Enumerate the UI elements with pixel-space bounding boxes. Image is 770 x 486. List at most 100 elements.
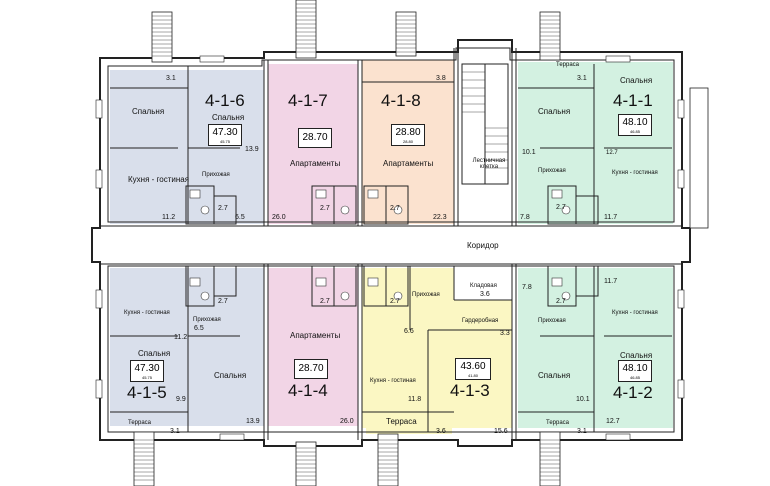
room-area: 11.7 <box>604 278 618 285</box>
stair-treads <box>134 3 560 481</box>
windows <box>95 55 685 441</box>
apt-number-4-1-2: 4-1-2 <box>613 383 653 402</box>
apt-area: 47.30 <box>134 363 160 374</box>
apt-area: 28.70 <box>302 132 328 143</box>
room-area: 12.7 <box>606 150 618 156</box>
room-bedroom: Спальня <box>620 351 653 360</box>
room-area: 3.1 <box>170 428 180 435</box>
fill-terrace-413 <box>366 414 452 434</box>
apt-area-box-4-1-5: 47.30 45.75 <box>130 360 164 382</box>
room-bedroom: Спальня <box>132 107 165 116</box>
room-bedroom: Спальня <box>538 371 571 380</box>
room-area: 3.6 <box>436 428 446 435</box>
fill-storage <box>454 268 512 300</box>
room-kitchen-living: Кухня - гостиная <box>612 170 658 176</box>
room-bedroom: Спальня <box>214 371 247 380</box>
apt-number-4-1-7: 4-1-7 <box>288 91 328 110</box>
fill-4-1-4 <box>268 268 358 426</box>
apt-area: 47.30 <box>212 127 238 138</box>
room-fills <box>110 60 673 434</box>
room-area: 13.9 <box>245 146 259 153</box>
apt-area-box-4-1-8: 28.80 28.80 <box>391 124 425 146</box>
room-area: 9.9 <box>176 396 186 403</box>
apt-number-4-1-6: 4-1-6 <box>205 91 245 110</box>
walls <box>91 39 691 447</box>
fill-4-1-6 <box>110 70 264 224</box>
apt-area-small: 45.75 <box>141 375 152 380</box>
apt-area-small: 46.85 <box>629 129 640 134</box>
room-terrace: Терраса <box>386 417 417 426</box>
room-area: 6.5 <box>235 214 245 221</box>
room-area: 11.8 <box>408 396 422 403</box>
room-area: 7.8 <box>522 284 532 291</box>
room-bedroom: Спальня <box>538 107 571 116</box>
room-hall: Прихожая <box>193 317 221 323</box>
room-area: 6.5 <box>194 325 204 332</box>
room-area: 3.8 <box>436 75 446 82</box>
room-hall: Прихожая <box>412 292 440 298</box>
apt-area-small: 46.85 <box>629 375 640 380</box>
room-wardrobe: Гардеробная <box>462 318 499 324</box>
apt-area-small: 28.80 <box>402 139 413 144</box>
room-hall: Прихожая <box>202 172 230 178</box>
room-kitchen-living: Кухня - гостиная <box>370 378 416 384</box>
apt-area-box-4-1-4: 28.70 <box>294 359 328 379</box>
room-bedroom: Спальня <box>212 113 245 122</box>
room-terrace: Терраса <box>556 62 580 68</box>
sanitary-fixtures <box>189 189 571 301</box>
room-area: 2.7 <box>218 298 228 305</box>
room-area: 11.7 <box>604 214 618 221</box>
room-bedroom: Спальня <box>620 76 653 85</box>
apt-number-4-1-1: 4-1-1 <box>613 91 653 110</box>
room-hall: Прихожая <box>538 168 566 174</box>
apt-area-box-4-1-2: 48.10 46.85 <box>618 360 652 382</box>
room-area: 22.3 <box>433 214 447 221</box>
room-area: 3.1 <box>166 75 176 82</box>
room-apartments: Апартаменты <box>290 331 341 340</box>
room-area: 3.1 <box>577 75 587 82</box>
room-area: 2.7 <box>320 205 330 212</box>
room-area: 26.0 <box>272 214 286 221</box>
apt-area-small: 45.75 <box>219 139 230 144</box>
room-stairs: Лестничная клетка <box>472 158 506 170</box>
room-area: 10.1 <box>522 149 536 156</box>
apt-area: 43.60 <box>460 361 486 372</box>
room-area: 2.7 <box>320 298 330 305</box>
apt-area: 48.10 <box>622 363 648 374</box>
fill-4-1-1 <box>518 62 673 224</box>
room-terrace: Терраса <box>128 420 152 426</box>
room-area: 2.7 <box>390 205 400 212</box>
room-area: 2.7 <box>218 205 228 212</box>
apt-area: 28.70 <box>298 363 324 374</box>
room-storage: Кладовая <box>470 283 497 289</box>
room-kitchen-living: Кухня - гостиная <box>612 310 658 316</box>
room-area: 2.7 <box>390 298 400 305</box>
apt-area-box-4-1-7: 28.70 <box>298 128 332 148</box>
room-area: 11.2 <box>174 334 188 341</box>
apt-area-box-4-1-6: 47.30 45.75 <box>208 124 242 146</box>
room-apartments: Апартаменты <box>383 159 434 168</box>
room-corridor: Коридор <box>467 241 499 250</box>
room-area: 3.3 <box>500 330 510 337</box>
room-area: 6.6 <box>404 328 414 335</box>
room-area: 3.6 <box>480 291 490 298</box>
apt-number-4-1-5: 4-1-5 <box>127 383 167 402</box>
apt-area-box-4-1-3: 43.60 41.80 <box>455 358 491 380</box>
apt-area-box-4-1-1: 48.10 46.85 <box>618 114 652 136</box>
room-area: 26.0 <box>340 418 354 425</box>
apt-number-4-1-3: 4-1-3 <box>450 381 490 400</box>
room-terrace: Терраса <box>546 420 570 426</box>
room-hall: Прихожая <box>538 318 566 324</box>
room-area: 2.7 <box>556 298 566 305</box>
room-area: 15.6 <box>494 428 508 435</box>
room-area: 10.1 <box>576 396 590 403</box>
apt-area: 48.10 <box>622 117 648 128</box>
room-area: 3.1 <box>577 428 587 435</box>
external-stairs <box>133 0 709 486</box>
fill-4-1-2 <box>518 268 673 428</box>
room-area: 13.9 <box>246 418 260 425</box>
apt-number-4-1-4: 4-1-4 <box>288 381 328 400</box>
room-area: 12.7 <box>606 418 620 425</box>
